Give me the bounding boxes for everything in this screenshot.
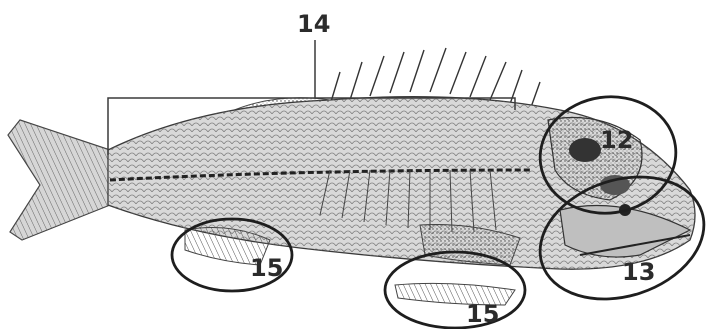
callout-15b-label: 15 <box>466 300 499 328</box>
callout-14-label: 14 <box>297 10 330 38</box>
caudal-fin <box>8 120 110 240</box>
callout-13-label: 13 <box>622 258 655 286</box>
callout-12-label: 12 <box>600 126 633 154</box>
callout-15a-label: 15 <box>250 254 283 282</box>
